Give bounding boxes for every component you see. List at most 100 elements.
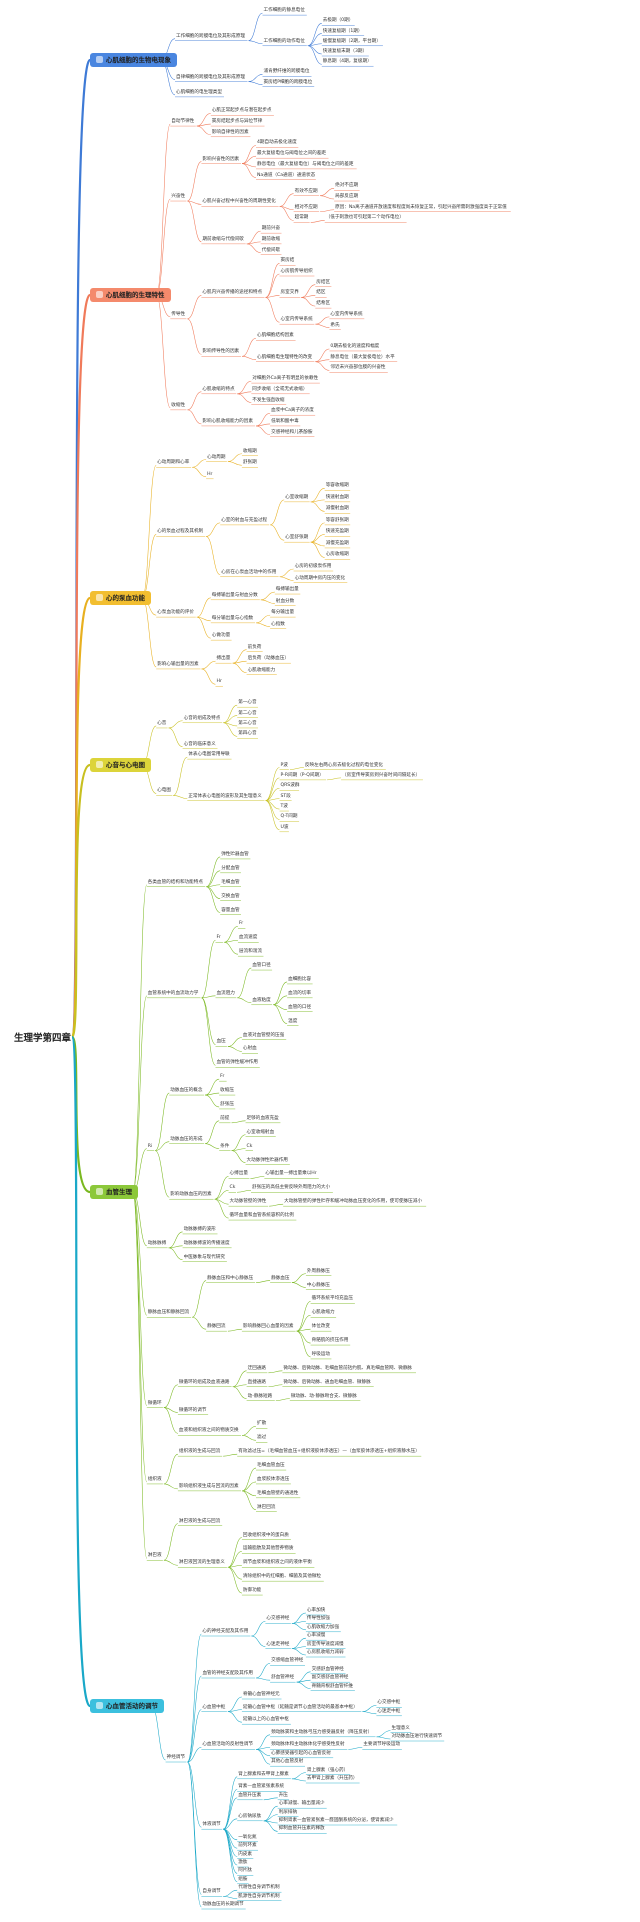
topic-node[interactable]: 脊髓心血管神经元 [242, 1692, 280, 1697]
topic-node[interactable]: 静息期（4期，复极期） [322, 59, 372, 65]
topic-node[interactable]: 大动脉管壁的弹性 [229, 1199, 267, 1205]
topic-node[interactable]: 动脉血压的长期调节 [202, 1902, 244, 1907]
topic-node[interactable]: 局部反应期 [335, 194, 359, 200]
topic-node[interactable]: 交感舒血管神经 [311, 1666, 344, 1672]
main-topic[interactable]: 心音与心电图 [90, 758, 151, 772]
topic-node[interactable]: 分配血管 [221, 865, 240, 871]
topic-node[interactable]: 兴奋性 [171, 194, 186, 200]
topic-node[interactable]: 浦肯野纤维的跨膜电位 [263, 69, 310, 75]
topic-node[interactable]: 血管的神经支配及其作用 [202, 1671, 253, 1676]
topic-node[interactable]: 延髓以上的心血管中枢 [242, 1717, 289, 1723]
topic-node[interactable]: 静脉血压和静脉回流 [147, 1310, 190, 1316]
topic-node[interactable]: 对动脉血压进行快速调节 [391, 1734, 443, 1739]
main-topic[interactable]: 心的泵血功能 [90, 591, 151, 605]
topic-node[interactable]: 第三心音 [238, 720, 257, 726]
topic-node[interactable]: Hr [216, 679, 222, 685]
topic-node[interactable]: 心房在心泵血活动中的作用 [221, 569, 277, 575]
topic-node[interactable]: 心射血 [242, 1046, 257, 1052]
topic-node[interactable]: 毛细血管 [221, 879, 240, 885]
topic-node[interactable]: 心房的初级泵作用 [294, 564, 332, 569]
topic-node[interactable]: 传导性加强 [306, 1616, 330, 1622]
topic-node[interactable]: 血管升压素 [238, 1792, 262, 1798]
topic-node[interactable]: 影响组织液生成与回流的因素 [178, 1483, 239, 1489]
topic-node[interactable]: 心做功量 [211, 633, 231, 639]
topic-node[interactable]: 减慢射血期 [325, 506, 349, 512]
topic-node[interactable]: 期前收缩 [261, 236, 281, 242]
topic-node[interactable]: 心的神经支配及其作用 [202, 1629, 249, 1634]
topic-node[interactable]: 循环血量和血管系统容积的比例 [229, 1213, 294, 1219]
topic-node[interactable]: 毛细血管壁的通透性 [257, 1490, 299, 1496]
topic-node[interactable]: 窦房结P细胞的跨膜电位 [263, 79, 313, 85]
topic-node[interactable]: 静脉血压和中心静脉压 [207, 1275, 254, 1281]
topic-node[interactable]: 静脉回流 [207, 1324, 226, 1330]
topic-node[interactable]: 心室舒张期 [285, 535, 309, 541]
topic-node[interactable]: 肾上腺素和去甲肾上腺素 [238, 1771, 289, 1777]
topic-node[interactable]: 快速射血期 [325, 494, 349, 500]
topic-node[interactable]: 舒张压的高低主要反映外周阻力的大小 [252, 1185, 331, 1191]
topic-node[interactable]: 容量血管 [221, 907, 240, 913]
topic-node[interactable]: 生理意义 [391, 1725, 410, 1731]
topic-node[interactable]: 舒张压 [220, 1101, 234, 1107]
topic-node[interactable]: 防御功能 [242, 1588, 262, 1594]
topic-node[interactable]: 动脉脉搏的波形 [183, 1226, 216, 1232]
topic-node[interactable]: 动脉脉搏 [147, 1240, 167, 1246]
topic-node[interactable]: 抑制血管升压素的释放 [278, 1826, 325, 1832]
topic-node[interactable]: 影响心肌收缩能力的因素 [202, 418, 253, 424]
topic-node[interactable]: 阿片肽 [238, 1868, 252, 1874]
topic-node[interactable]: 静息电位（最大复极电位）水平 [330, 354, 395, 360]
topic-node[interactable]: 足够的血液充盈 [246, 1115, 279, 1121]
topic-node[interactable]: 工作细胞的静息电位 [263, 8, 305, 14]
topic-node[interactable]: 颈动脉体和主动脉体化学感受性反射 [271, 1742, 345, 1748]
topic-node[interactable]: 传导性 [171, 311, 186, 317]
topic-node[interactable]: 肌源性自身调节机制 [238, 1893, 280, 1899]
topic-node[interactable]: 心房钠尿肽 [238, 1813, 262, 1819]
topic-node[interactable]: 血流的切率 [288, 990, 312, 996]
topic-node[interactable]: 升压 [278, 1792, 288, 1798]
topic-node[interactable]: 调节血浆和组织液之间的液体平衡 [242, 1560, 312, 1566]
topic-node[interactable]: 0期去极化的速度和幅度 [330, 343, 380, 349]
main-topic[interactable]: 心血管活动的调节 [90, 1699, 164, 1713]
topic-node[interactable]: 血浆胶体渗透压 [257, 1476, 290, 1482]
topic-node[interactable]: 心肌收缩的特点 [202, 386, 235, 392]
topic-node[interactable]: P波 [280, 762, 288, 768]
topic-node[interactable]: 舒张期 [242, 460, 257, 466]
topic-node[interactable]: Ck [246, 1143, 253, 1149]
topic-node[interactable]: 血液和组织液之间的物质交换 [178, 1428, 239, 1434]
topic-node[interactable]: 微循环 [147, 1400, 162, 1406]
topic-node[interactable]: 副交感舒血管神经 [311, 1675, 349, 1681]
topic-node[interactable]: 有效滤过压=（毛细血管血压+组织液胶体渗透压）—（血浆胶体渗透压+组织液静水压） [238, 1449, 420, 1455]
topic-node[interactable]: 动脉脉搏波的传播速度 [183, 1240, 230, 1246]
topic-node[interactable]: 减慢充盈期 [325, 540, 349, 546]
topic-node[interactable]: 对细胞外Ca离子有明显的依赖性 [252, 376, 319, 382]
topic-node[interactable]: 呼吸运动 [311, 1351, 330, 1357]
topic-node[interactable]: 微动脉、后微动脉、毛细血管前括约肌、真毛细血管网、微静脉 [283, 1365, 413, 1371]
topic-node[interactable]: 反映左右两心房去极化过程的电位变化 [304, 762, 384, 768]
topic-node[interactable]: 动脉血压的形成 [170, 1136, 203, 1142]
topic-node[interactable]: 弹性贮器血管 [221, 851, 249, 857]
topic-node[interactable]: 微动脉、动-静脉吻合支、微静脉 [290, 1393, 357, 1399]
topic-node[interactable]: 心迷走中枢 [377, 1708, 401, 1714]
topic-node[interactable]: 心率减慢 [306, 1633, 326, 1639]
topic-node[interactable]: 搏出量 [216, 656, 231, 662]
topic-node[interactable]: 影响传导性的因素 [202, 349, 240, 355]
topic-node[interactable]: 毛细血管血压 [257, 1463, 285, 1469]
topic-node[interactable]: 心房肌传导组织 [280, 269, 313, 274]
topic-node[interactable]: 代偿间歇 [261, 247, 281, 253]
topic-node[interactable]: 动脉血压的概念 [170, 1088, 203, 1094]
topic-node[interactable]: （低于刺激也可引起第二个动作电位） [325, 215, 404, 221]
topic-node[interactable]: 血流速度 [238, 935, 258, 941]
topic-node[interactable]: 心肌收缩能力 [247, 667, 276, 673]
topic-node[interactable]: QRS波群 [280, 783, 300, 789]
topic-node[interactable]: 快速充盈期 [325, 529, 349, 535]
topic-node[interactable]: 每搏输出量与射血分数 [211, 592, 258, 598]
topic-node[interactable]: 射血分数 [275, 598, 295, 604]
topic-node[interactable]: 其他心血管反射 [271, 1759, 304, 1765]
topic-node[interactable]: 静脉血压 [271, 1275, 290, 1281]
topic-node[interactable]: 等容舒张期 [325, 517, 349, 523]
topic-node[interactable]: 神经调节 [166, 1755, 185, 1760]
topic-node[interactable]: 窦房结 [280, 258, 295, 264]
topic-node[interactable]: 低氧和酸中毒 [271, 418, 299, 424]
topic-node[interactable]: 心指数 [271, 621, 285, 627]
topic-node[interactable]: 各类血管的结构和功能特点 [147, 879, 203, 885]
topic-node[interactable]: 血管的口径 [288, 1004, 312, 1010]
